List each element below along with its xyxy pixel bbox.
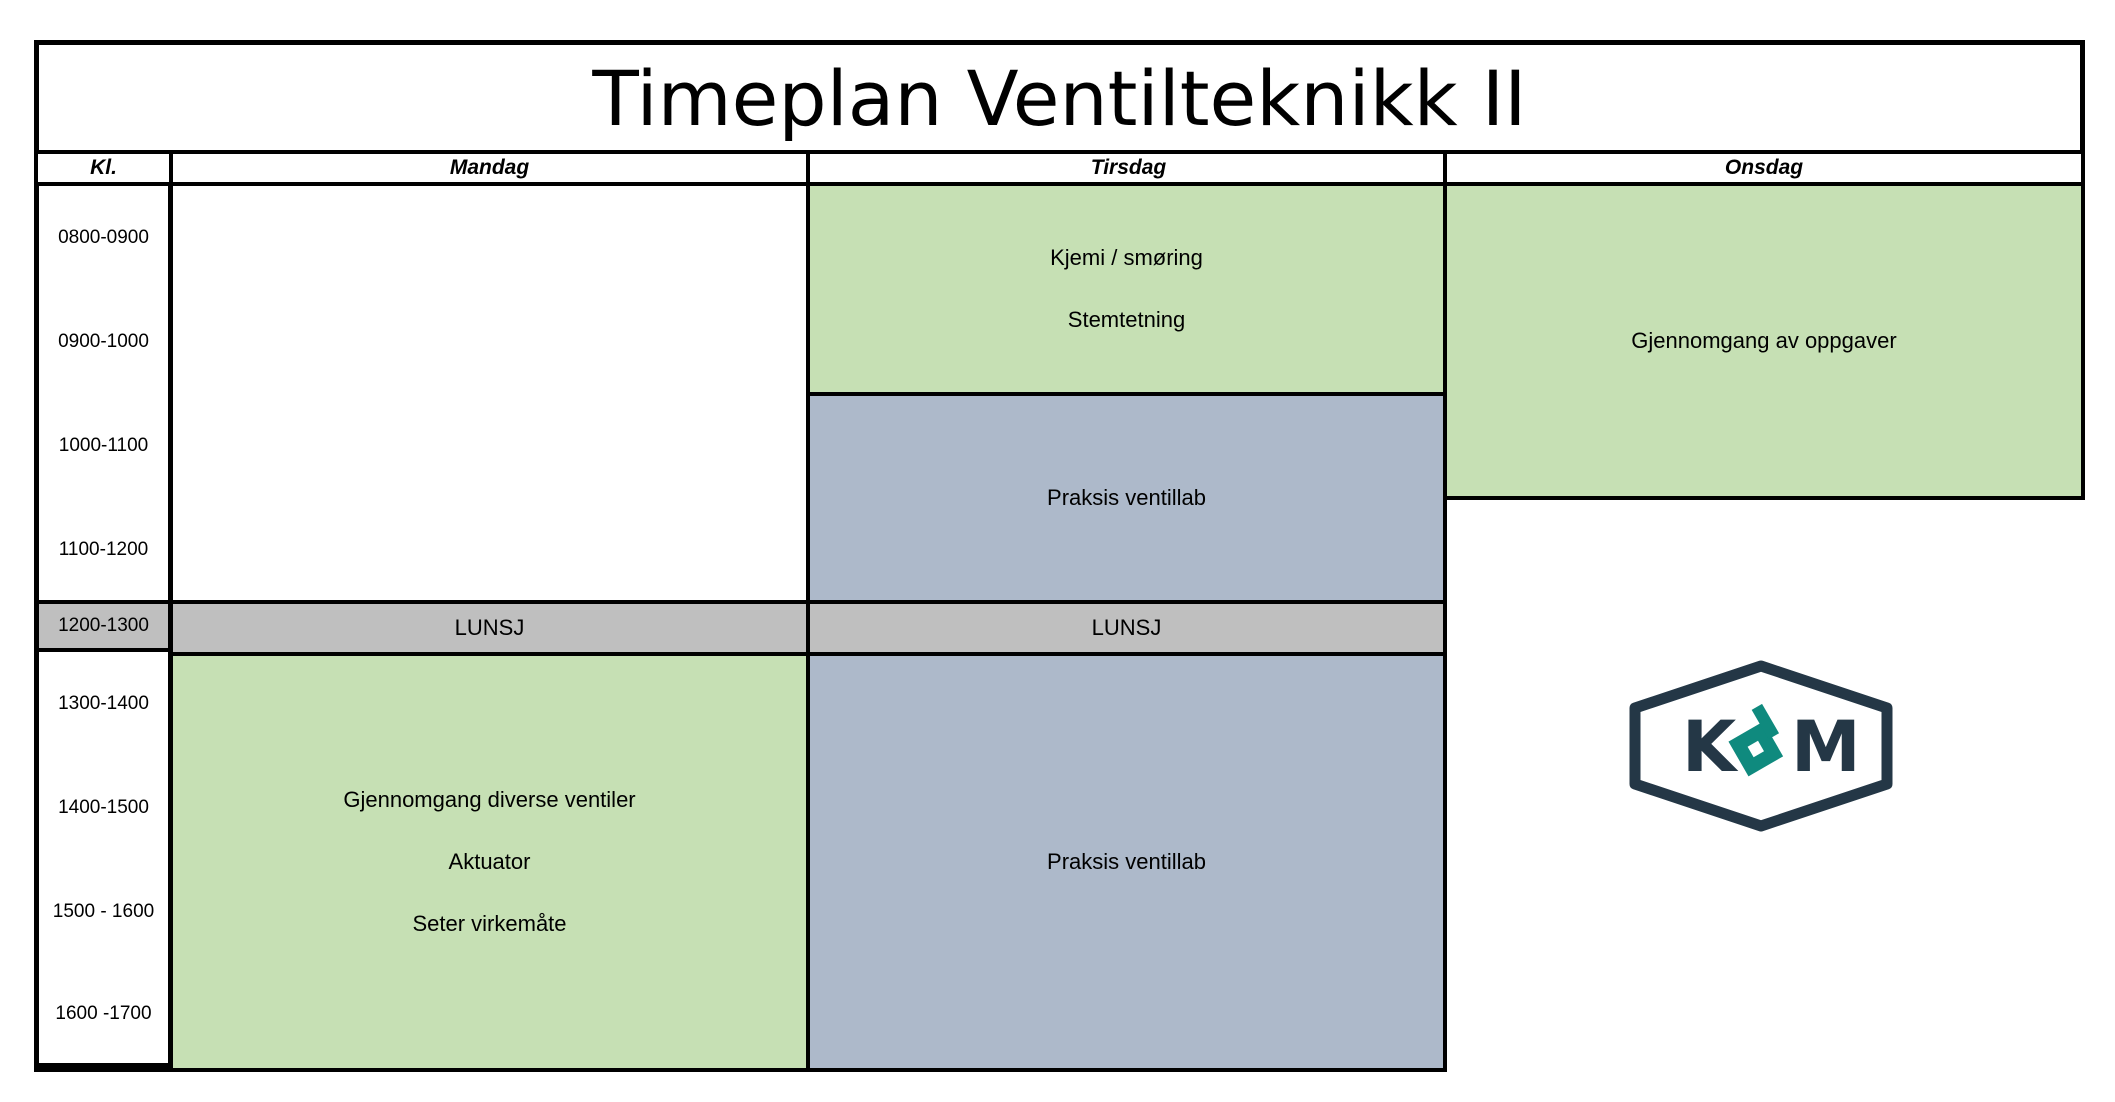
time-slot-lunch: 1200-1300 [34,600,173,652]
header-tuesday: Tirsdag [806,150,1447,186]
time-slot: 0800-0900 [34,186,173,290]
tuesday-lunch: LUNSJ [806,600,1447,656]
monday-lunch-label: LUNSJ [454,615,525,640]
time-slot: 1300-1400 [34,652,173,756]
logo-valve-mark [1728,703,1784,777]
tuesday-late-morning-label: Praksis ventillab [1047,485,1206,510]
header-wednesday: Onsdag [1443,150,2085,186]
monday-afternoon-line: Seter virkemåte [412,911,567,936]
schedule-title-box: Timeplan Ventilteknikk II [34,40,2085,152]
time-slot: 1100-1200 [34,498,173,602]
logo-letter-right: M [1791,706,1861,788]
tuesday-morning-line: Kjemi / smøring [1050,245,1203,270]
monday-lunch: LUNSJ [169,600,810,656]
tuesday-morning-line: Stemtetning [1067,307,1186,332]
schedule-title: Timeplan Ventilteknikk II [592,53,1527,143]
tuesday-morning-block: Kjemi / smøring Stemtetning [806,182,1447,396]
time-slot: 1600 -1700 [34,964,173,1068]
time-slot: 1500 - 1600 [34,860,173,964]
monday-morning-empty [169,182,810,604]
monday-afternoon-block: Gjennomgang diverse ventiler Aktuator Se… [169,652,810,1072]
logo-letter-left: K [1682,706,1739,788]
header-monday: Mandag [169,150,810,186]
km-logo-icon: K M [1629,660,1893,832]
monday-afternoon-line: Gjennomgang diverse ventiler [343,787,636,812]
time-slot: 1000-1100 [34,394,173,498]
tuesday-late-morning-block: Praksis ventillab [806,392,1447,604]
header-time: Kl. [34,150,173,186]
tuesday-afternoon-label: Praksis ventillab [1047,849,1206,874]
wednesday-morning-block: Gjennomgang av oppgaver [1443,182,2085,500]
monday-afternoon-line: Aktuator [448,849,531,874]
tuesday-afternoon-block: Praksis ventillab [806,652,1447,1072]
time-slot: 0900-1000 [34,290,173,394]
time-slot: 1400-1500 [34,756,173,860]
wednesday-morning-label: Gjennomgang av oppgaver [1631,328,1897,353]
tuesday-lunch-label: LUNSJ [1091,615,1162,640]
